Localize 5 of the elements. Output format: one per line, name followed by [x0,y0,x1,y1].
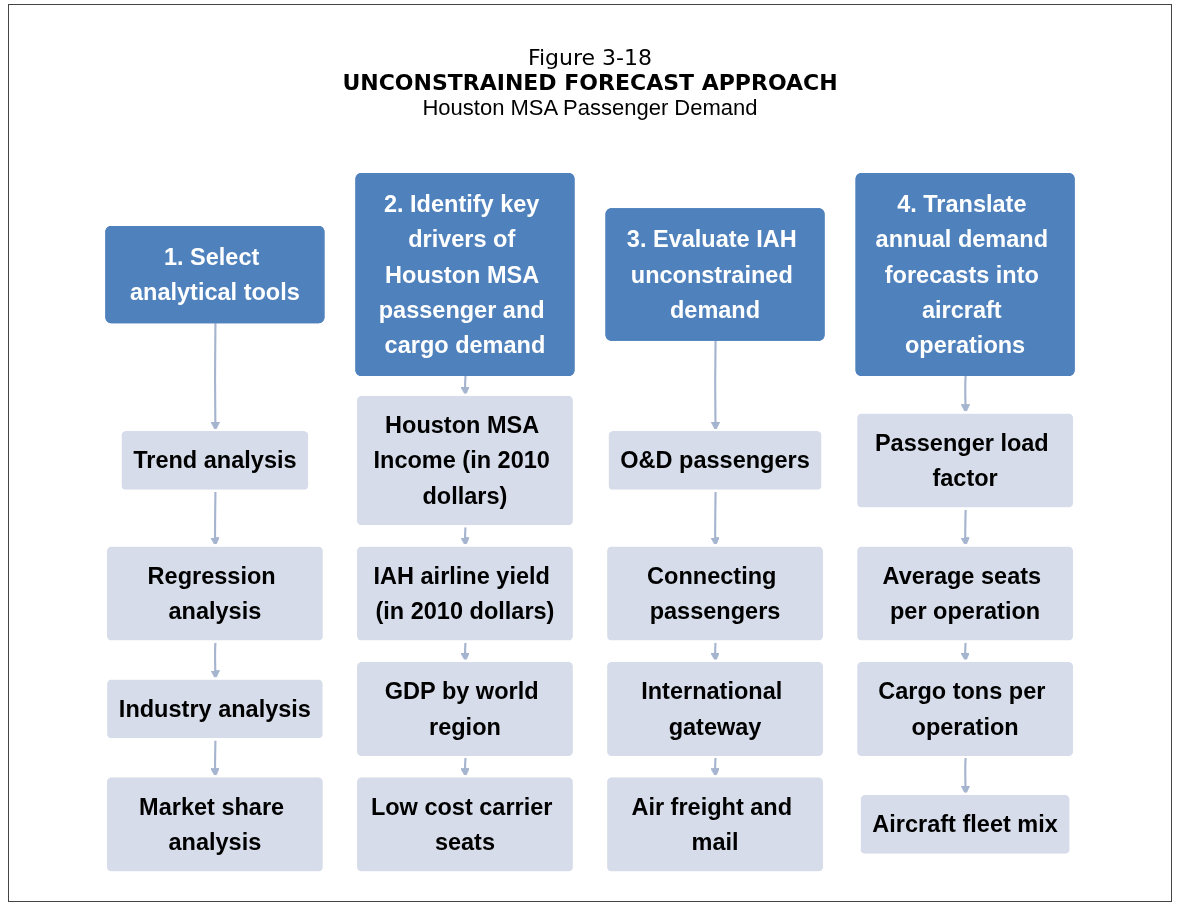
arrow [210,323,221,431]
diagram-title: UNCONSTRAINED FORECAST APPROACH [342,70,838,95]
diagram-subtitle: Houston MSA Passenger Demand [422,95,758,121]
figure-number: Figure 3-18 [527,45,653,70]
arrow [710,340,721,431]
